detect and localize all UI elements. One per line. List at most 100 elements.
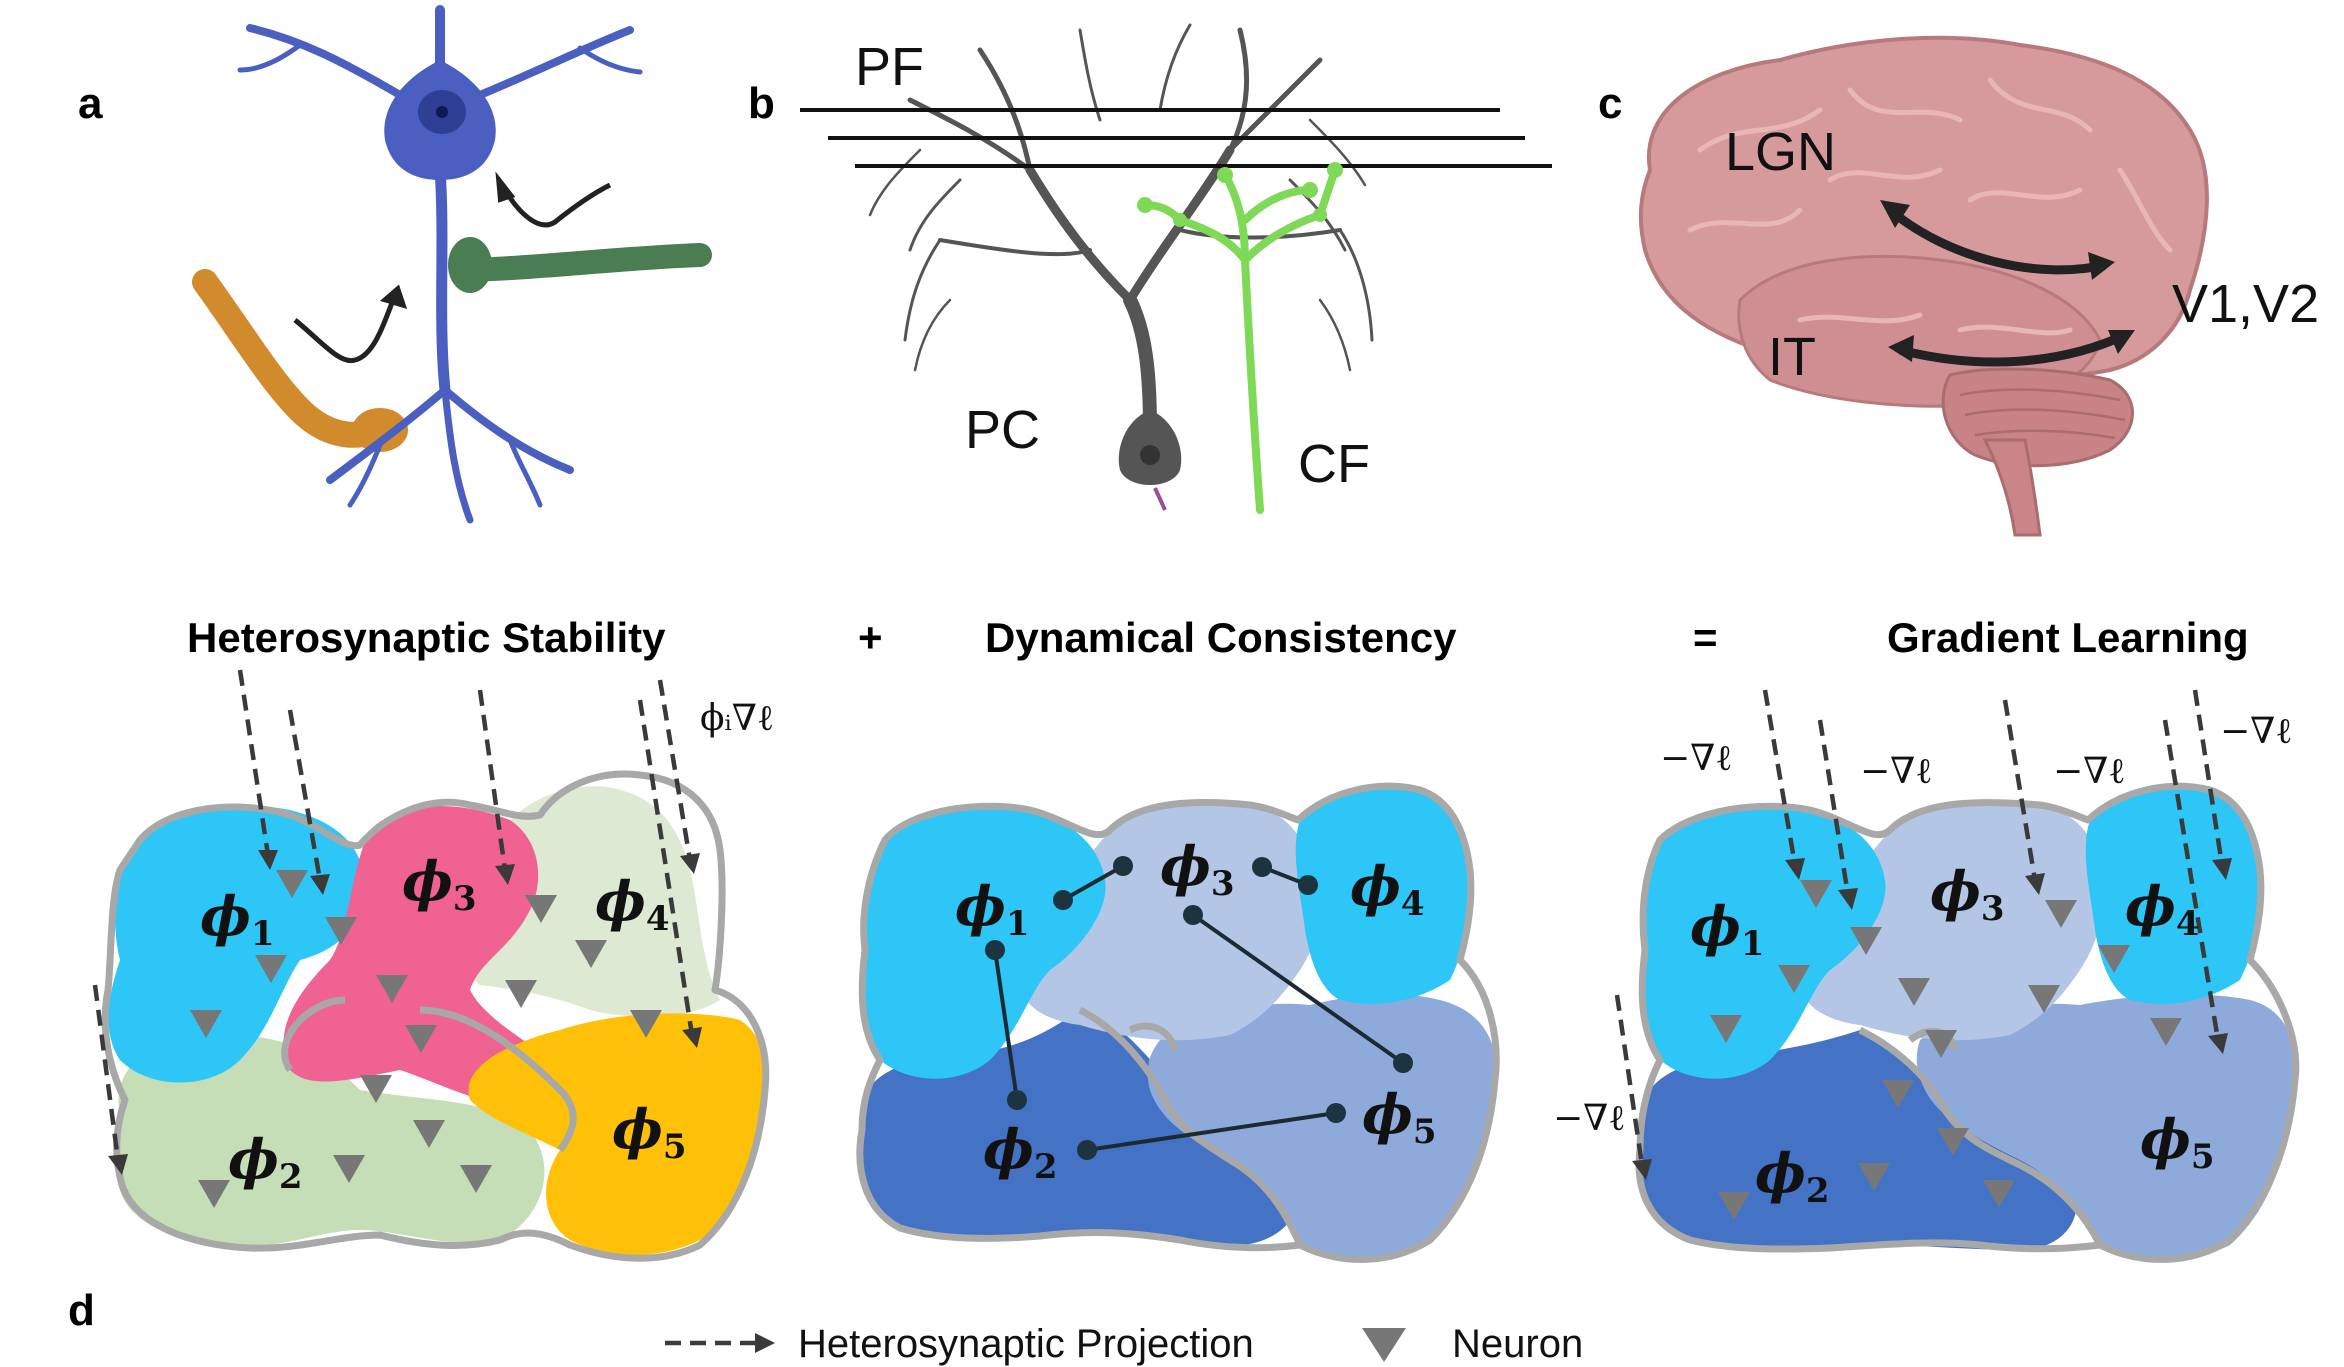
graph-node (1298, 875, 1318, 895)
inner-outline-left-a (281, 996, 346, 1072)
legend-projection-arrowhead (755, 1333, 775, 1353)
phi4-right: ϕ4 (2125, 874, 2200, 944)
cerebellum-folia (1959, 388, 2126, 440)
panel-d-titles: Heterosynaptic Stability + Dynamical Con… (187, 614, 2249, 661)
gradient-arrowhead-2 (1838, 888, 1858, 910)
panel-d-left: ϕ1 ϕ3 ϕ4 ϕ2 ϕ5 ϕᵢ∇ℓ (92, 669, 774, 1262)
label-neg-grad-1: −∇ℓ (1660, 738, 1733, 779)
gradient-arrowhead-5 (2208, 1033, 2228, 1054)
neuron (198, 1180, 230, 1208)
orange-axon (192, 269, 385, 448)
panel-b: b (748, 23, 1552, 514)
inner-outline-left-b (419, 1006, 577, 1153)
legend-neuron-swatch (1362, 1328, 1406, 1362)
edge-phi1-phi2 (993, 949, 1019, 1101)
arrow-lgn-v1-head-end (2088, 252, 2115, 280)
arrow-it-v2-head-start (1888, 335, 1914, 362)
phi4-mid: ϕ4 (1350, 854, 1425, 924)
graph-node (1252, 857, 1272, 877)
label-phi-i-grad: ϕᵢ∇ℓ (700, 698, 774, 739)
arrow-it-v2-head-end (2108, 330, 2135, 354)
phi4-left: ϕ4 (595, 869, 670, 939)
title-dynamical-consistency: Dynamical Consistency (985, 614, 1457, 661)
neuron (1850, 927, 1882, 955)
projection-arrow-6 (92, 984, 121, 1161)
neuron (333, 1155, 365, 1183)
label-cf: CF (1298, 434, 1370, 494)
phi1-left: ϕ1 (200, 884, 275, 954)
purkinje-axon (1153, 487, 1167, 511)
label-pf: PF (855, 37, 924, 97)
panel-d-middle: ϕ1 ϕ3 ϕ4 ϕ2 ϕ5 (856, 782, 1500, 1263)
gradient-arrow-1 (1762, 689, 1798, 866)
phi3-mid: ϕ3 (1160, 834, 1235, 904)
label-neg-grad-5: −∇ℓ (1553, 1098, 1626, 1139)
panel-letter-d: d (68, 1286, 95, 1335)
region-phi2-right (1639, 1030, 2077, 1250)
edge-phi3-phi5 (1191, 913, 1405, 1065)
purkinje-dendrites (868, 23, 1374, 437)
phi2-left: ϕ2 (228, 1127, 303, 1197)
arrow-lgn-v1-head-start (1880, 200, 1910, 228)
brain-gyri (1687, 77, 2173, 336)
panel-c: c LGN V1,V2 IT (1598, 35, 2319, 537)
edge-phi1-phi3 (1062, 864, 1124, 902)
projection-arrowhead-5 (682, 1027, 702, 1048)
neuron (460, 1165, 492, 1193)
label-neg-grad-2: −∇ℓ (1860, 751, 1933, 792)
neuron (325, 917, 357, 945)
gradient-arrow-4 (2192, 689, 2225, 866)
inner-outline-mid-b (1128, 1022, 1179, 1052)
neuron (376, 975, 408, 1003)
projection-arrow-5 (637, 699, 695, 1036)
neuron (276, 870, 308, 898)
graph-node (1113, 856, 1133, 876)
phi5-mid: ϕ5 (1362, 1082, 1437, 1152)
neuron (2028, 985, 2060, 1013)
neuron (413, 1120, 445, 1148)
phi1-right: ϕ1 (1690, 894, 1765, 964)
phi2-mid: ϕ2 (983, 1117, 1058, 1187)
neuron (525, 895, 557, 923)
projection-arrow-4 (657, 679, 693, 861)
projection-arrowhead-2 (310, 874, 330, 895)
projection-arrowhead-6 (108, 1154, 128, 1175)
curved-arrow-lower-head (379, 284, 408, 310)
label-lgn: LGN (1725, 122, 1836, 182)
gradient-arrow-3 (2002, 699, 2038, 881)
label-neg-grad-3: −∇ℓ (2053, 751, 2126, 792)
neuron-nucleolus (436, 106, 448, 118)
panel-a: a (78, 5, 712, 524)
neurons-left (190, 870, 662, 1208)
curved-arrow-upper-head (495, 171, 516, 203)
neuron (1882, 1080, 1914, 1108)
phi3-left: ϕ3 (402, 849, 477, 919)
neuron (1937, 1128, 1969, 1156)
outline-left (101, 770, 770, 1262)
label-it: IT (1768, 327, 1816, 387)
title-plus: + (858, 614, 883, 661)
outline-middle (856, 782, 1500, 1263)
inner-outline-mid-a (1078, 1006, 1304, 1247)
legend: Heterosynaptic Projection Neuron (665, 1322, 1583, 1366)
graph-node (1326, 1103, 1346, 1123)
graph-node (1007, 1090, 1027, 1110)
region-phi3-left (283, 806, 575, 1110)
brain-stem (1982, 438, 2042, 537)
region-phi4-mid (1295, 786, 1472, 1004)
neuron (405, 1025, 437, 1053)
gradient-arrowhead-6 (1632, 1159, 1652, 1180)
phi1-mid: ϕ1 (955, 874, 1030, 944)
neuron (505, 980, 537, 1008)
neuron (1778, 965, 1810, 993)
graph-node (1183, 905, 1203, 925)
curved-arrow-upper (502, 182, 612, 228)
graph-node (1053, 890, 1073, 910)
edge-phi2-phi5 (1086, 1111, 1337, 1152)
title-heterosynaptic-stability: Heterosynaptic Stability (187, 614, 666, 661)
title-equals: = (1693, 614, 1718, 661)
region-phi5-right (1916, 994, 2297, 1260)
neurons-right (1710, 880, 2182, 1220)
legend-neuron-label: Neuron (1452, 1322, 1583, 1366)
